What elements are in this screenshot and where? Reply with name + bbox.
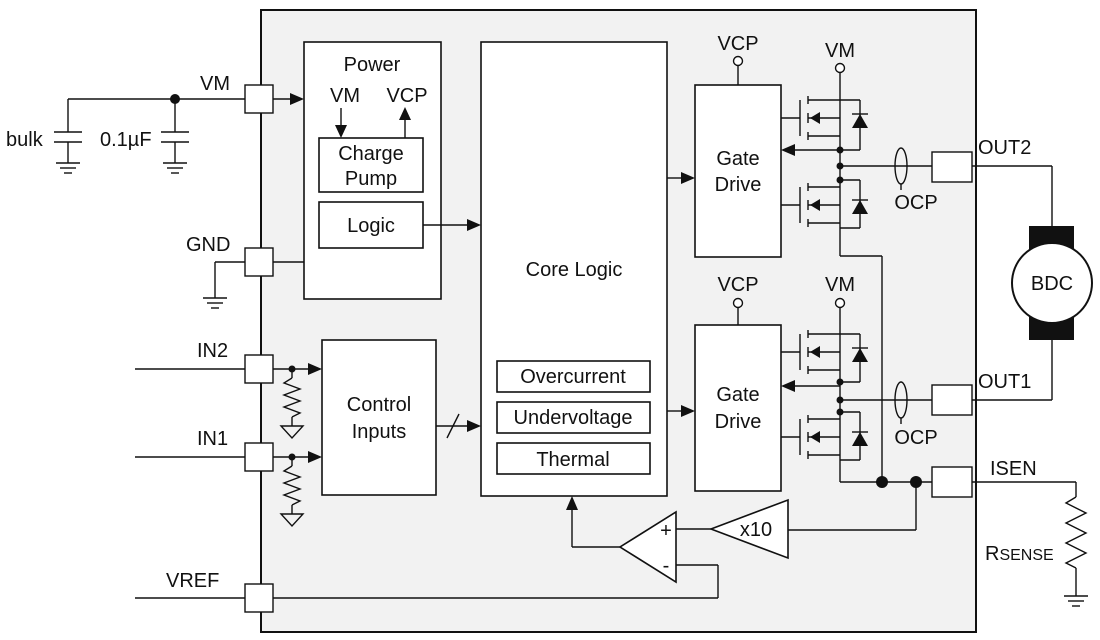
charge-pump-line1: Charge [338, 143, 404, 165]
gate-drive-bottom-line1: Gate [716, 384, 759, 406]
power-vm-label: VM [330, 85, 360, 107]
motor-wiring [972, 165, 1053, 401]
gate-drive-top-line1: Gate [716, 148, 759, 170]
core-logic-label: Core Logic [526, 259, 623, 281]
current-sense-path [273, 482, 917, 599]
gnd-pin [244, 247, 274, 277]
rsense-network [972, 481, 1088, 607]
isen-pin [931, 466, 973, 498]
vref-pin [244, 583, 274, 613]
undervoltage-label: Undervoltage [514, 407, 633, 429]
bulk-cap-label: bulk [6, 129, 44, 151]
in1-pulldown [279, 453, 305, 528]
out2-pin-label: OUT2 [978, 137, 1031, 159]
vref-pin-label: VREF [166, 570, 219, 592]
charge-pump-block [318, 137, 424, 193]
out1-pin-label: OUT1 [978, 371, 1031, 393]
vm-pin [244, 84, 274, 114]
in1-pin [244, 442, 274, 472]
in1-pin-label: IN1 [197, 428, 228, 450]
gnd-pin-label: GND [186, 234, 230, 256]
charge-pump-line2: Pump [345, 168, 397, 190]
out2-pin [931, 151, 973, 183]
isen-pin-label: ISEN [990, 458, 1037, 480]
control-inputs-line1: Control [347, 394, 411, 416]
vm-supply-network [54, 94, 245, 174]
power-vcp-label: VCP [386, 85, 427, 107]
comparator-minus: - [663, 555, 670, 577]
comparator-plus: + [660, 520, 672, 542]
in2-pulldown [279, 365, 305, 440]
gate-drive-top-block [694, 84, 782, 258]
vcp-bottom-label: VCP [717, 274, 758, 296]
in2-pin [244, 354, 274, 384]
thermal-label: Thermal [536, 449, 609, 471]
logic-label: Logic [347, 215, 395, 237]
motor-label: BDC [1031, 273, 1073, 295]
control-inputs-block [321, 339, 437, 496]
gate-drive-top-line2: Drive [715, 174, 762, 196]
vm-pin-label: VM [200, 73, 230, 95]
gate-drive-bottom-line2: Drive [715, 411, 762, 433]
control-inputs-line2: Inputs [352, 421, 406, 443]
undervoltage-block [496, 401, 651, 434]
in2-pin-label: IN2 [197, 340, 228, 362]
ocp-bottom-label: OCP [894, 427, 937, 449]
out1-pin [931, 384, 973, 416]
power-title: Power [344, 54, 401, 76]
motor-symbol [1011, 242, 1093, 324]
h-bridge-bottom-half [781, 330, 932, 488]
rsense-label: RSENSE [985, 543, 1054, 565]
decoupling-cap-label: 0.1µF [100, 129, 152, 151]
overcurrent-label: Overcurrent [520, 366, 626, 388]
ocp-top-label: OCP [894, 192, 937, 214]
gate-drive-bottom-block [694, 324, 782, 492]
thermal-block [496, 442, 651, 475]
h-bridge-top-half [781, 93, 932, 482]
vm-top-label: VM [825, 40, 855, 62]
logic-block [318, 201, 424, 249]
overcurrent-block [496, 360, 651, 393]
vcp-top-label: VCP [717, 33, 758, 55]
vm-bottom-label: VM [825, 274, 855, 296]
amp-gain-label: x10 [740, 519, 772, 541]
